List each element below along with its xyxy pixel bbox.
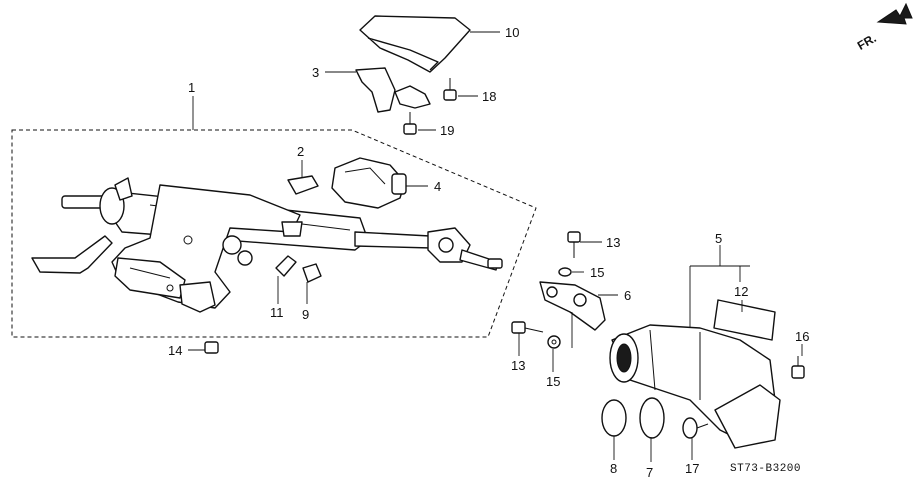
part-6-joint[interactable] [539, 281, 606, 331]
front-label: FR. [855, 31, 879, 53]
callout-15-upper: 15 [590, 265, 604, 280]
callout-2: 2 [297, 144, 304, 159]
part-19-bolt[interactable] [403, 112, 417, 135]
callout-15-lower: 15 [546, 374, 560, 389]
callout-11: 11 [270, 305, 284, 320]
part-3-bracket[interactable] [355, 67, 431, 113]
callout-6: 6 [624, 288, 631, 303]
part-13-bolt-upper[interactable] [567, 231, 581, 258]
part-16-clip[interactable] [791, 356, 805, 379]
callout-9: 9 [302, 307, 309, 322]
callout-1: 1 [188, 80, 195, 95]
callout-7: 7 [646, 465, 653, 480]
callout-13-upper: 13 [606, 235, 620, 250]
part-10-bracket[interactable] [359, 15, 471, 73]
part-2-clip[interactable] [287, 175, 319, 195]
callout-16: 16 [795, 329, 809, 344]
callout-10: 10 [505, 25, 519, 40]
part-8-band[interactable] [601, 399, 627, 437]
callout-17: 17 [685, 461, 699, 476]
callout-5: 5 [715, 231, 722, 246]
callout-12: 12 [734, 284, 748, 299]
part-12-sleeve[interactable] [713, 299, 776, 341]
part-5-boot[interactable] [609, 324, 781, 449]
part-18-bolt[interactable] [443, 78, 457, 101]
part-4-cover[interactable] [331, 157, 407, 209]
callout-3: 3 [312, 65, 319, 80]
callout-18: 18 [482, 89, 496, 104]
callout-13-lower: 13 [511, 358, 525, 373]
steering-column-assembly[interactable] [31, 177, 503, 313]
part-17-clip[interactable] [682, 417, 709, 439]
part-9-bushing[interactable] [302, 263, 322, 283]
part-15-washer-lower[interactable] [547, 335, 561, 349]
leader-lines [188, 31, 803, 462]
front-direction-arrow [876, 2, 913, 25]
callout-8: 8 [610, 461, 617, 476]
assembly-boundary [11, 129, 537, 338]
drawing-code: ST73-B3200 [730, 463, 801, 475]
part-14-nut[interactable] [204, 341, 219, 354]
part-11-spring[interactable] [275, 255, 297, 277]
part-7-band[interactable] [639, 397, 665, 439]
callout-19: 19 [440, 123, 454, 138]
part-13-bolt-lower[interactable] [511, 321, 544, 334]
callout-4: 4 [434, 179, 441, 194]
part-15-washer-upper[interactable] [558, 267, 572, 277]
callout-14: 14 [168, 343, 182, 358]
